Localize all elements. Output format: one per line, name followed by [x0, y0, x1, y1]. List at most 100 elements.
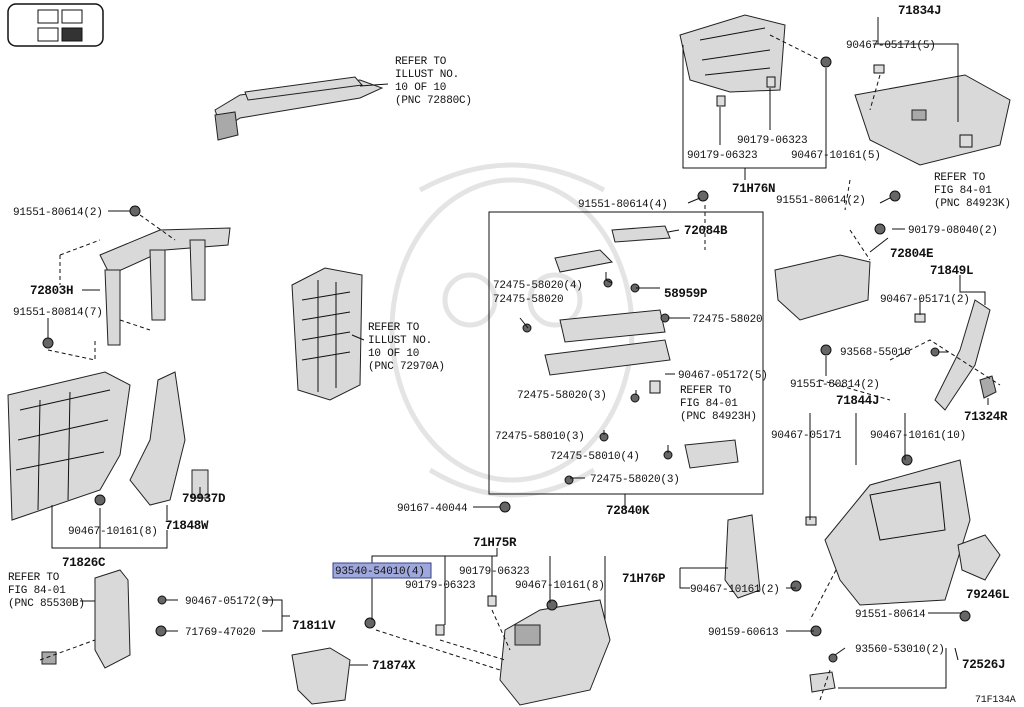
part-label: 90467-05172(3): [185, 596, 275, 608]
part-label: 91551-80614(4): [578, 199, 668, 211]
lower-panel-71h75r: [499, 599, 611, 706]
part-label: 71848W: [165, 519, 209, 533]
part-label: 71849L: [930, 264, 973, 278]
cover-71874x: [291, 647, 351, 705]
refer-panel-line-3: (PNC 84923K): [934, 198, 1011, 210]
part-label: 79246L: [966, 588, 1009, 602]
refer-panel-line-1: REFER TO: [934, 172, 986, 184]
part-label: 72475-58020(3): [590, 474, 680, 486]
glove-box-71844j: [824, 459, 971, 606]
part-label: 91551-80814(2): [790, 379, 880, 391]
part-label: 58959P: [664, 287, 707, 301]
part-label: 91551-80614: [855, 609, 926, 621]
part-label: 90159-60613: [708, 627, 778, 639]
refer-switch-line-1: REFER TO: [368, 322, 420, 334]
highlighted-part-box: [332, 562, 432, 579]
part-label: 71324R: [964, 410, 1008, 424]
trim-71811v: [41, 569, 131, 669]
side-panel-71826c: [7, 371, 131, 521]
refer-note-panel-top: REFER TO FIG 84-01 (PNC 84923K): [934, 172, 1011, 210]
trim-71849l: [934, 299, 991, 411]
part-label: 90467-05171(2): [880, 294, 970, 306]
part-label: 90179-06323: [459, 566, 529, 578]
refer-switch-line-4: (PNC 72970A): [368, 361, 445, 373]
bracket-71h76p: [724, 514, 761, 599]
refer-box-line-2: FIG 84-01: [680, 398, 738, 410]
part-label: 72840K: [606, 504, 650, 518]
bumper-72526j: [809, 671, 836, 693]
vehicle-locator-icon: [7, 3, 104, 47]
part-label: 91551-80814(7): [13, 307, 103, 319]
part-label: 90179-06323: [687, 150, 757, 162]
part-label: 71769-47020: [185, 627, 255, 639]
part-label: 72475-58010(4): [550, 451, 640, 463]
part-label: 71H76N: [732, 182, 775, 196]
refer-switch-line-3: 10 OF 10: [368, 348, 419, 360]
switch-box-72840k: [488, 211, 764, 495]
part-label: 72475-58020(3): [517, 390, 607, 402]
part-label: 90467-05171: [771, 430, 842, 442]
part-label: 71844J: [836, 394, 879, 408]
refer-note-handle: REFER TO ILLUST NO. 10 OF 10 (PNC 72880C…: [395, 56, 472, 107]
part-label: 72084B: [684, 224, 728, 238]
part-label: 72475-58020: [493, 294, 563, 306]
door-pull-handle: [214, 76, 384, 141]
figure-id: 71F134A: [975, 695, 1016, 706]
bracket-71h76n: [679, 14, 786, 93]
part-label: 90467-10161(10): [870, 430, 966, 442]
part-label: 90179-06323: [737, 135, 807, 147]
trim-71848w: [129, 371, 186, 506]
part-label: 72475-58020: [692, 314, 762, 326]
refer-note-switch: REFER TO ILLUST NO. 10 OF 10 (PNC 72970A…: [368, 322, 445, 373]
refer-handle-line-3: 10 OF 10: [395, 82, 446, 94]
refer-box-line-1: REFER TO: [680, 385, 732, 397]
refer-panel-line-2: FIG 84-01: [934, 185, 992, 197]
refer-note-lower-left: REFER TO FIG 84-01 (PNC 85530B): [8, 572, 85, 610]
assembly-dash-lines: [39, 34, 1001, 701]
part-label: 71811V: [292, 619, 336, 633]
part-label: 71H76P: [622, 572, 665, 586]
refer-lower-line-1: REFER TO: [8, 572, 60, 584]
refer-box-line-3: (PNC 84923H): [680, 411, 757, 423]
part-label: 72804E: [890, 247, 933, 261]
part-label: 72475-58020(4): [493, 280, 583, 292]
part-label: 72475-58010(3): [495, 431, 585, 443]
refer-note-box: REFER TO FIG 84-01 (PNC 84923H): [680, 385, 757, 423]
part-label: 71834J: [898, 4, 941, 18]
part-label: 90467-05171(5): [846, 40, 936, 52]
part-label: 90467-10161(8): [515, 580, 605, 592]
part-label: 71826C: [62, 556, 106, 570]
part-label: 93568-55016: [840, 347, 910, 359]
refer-handle-line-4: (PNC 72880C): [395, 95, 472, 107]
part-label: 90179-08040(2): [908, 225, 998, 237]
clip-71324r: [979, 375, 997, 399]
refer-switch-line-2: ILLUST NO.: [368, 335, 432, 347]
part-label: 91551-80614(2): [13, 207, 103, 219]
refer-handle-line-1: REFER TO: [395, 56, 447, 68]
part-label: 72803H: [30, 284, 73, 298]
bracket-72804e: [774, 254, 871, 321]
fastener-markers: [42, 56, 971, 663]
part-label: 72526J: [962, 658, 1005, 672]
part-label: 90167-40044: [397, 503, 468, 515]
part-label: 90467-10161(8): [68, 526, 158, 538]
part-label: 91551-80614(2): [776, 195, 866, 207]
part-label: 71874X: [372, 659, 416, 673]
part-label: 93560-53010(2): [855, 644, 945, 656]
clip-markers: [435, 64, 973, 636]
part-label: 90179-06323: [405, 580, 475, 592]
highlighted-part-label: 93540-54010(4): [335, 566, 425, 578]
refer-handle-line-2: ILLUST NO.: [395, 69, 459, 81]
part-label: 79937D: [182, 492, 226, 506]
bracket-72803h: [99, 227, 231, 346]
part-label: 90467-05172(5): [678, 370, 768, 382]
leader-lines: [47, 17, 989, 689]
refer-lower-line-3: (PNC 85530B): [8, 598, 85, 610]
part-label: 90467-10161(5): [791, 150, 881, 162]
part-label: 90467-10161(2): [690, 584, 780, 596]
part-labels: 71834J 90467-05171(5) 90179-06323 90179-…: [13, 4, 1010, 673]
clip-79246l: [957, 534, 1001, 581]
refer-lower-line-2: FIG 84-01: [8, 585, 66, 597]
